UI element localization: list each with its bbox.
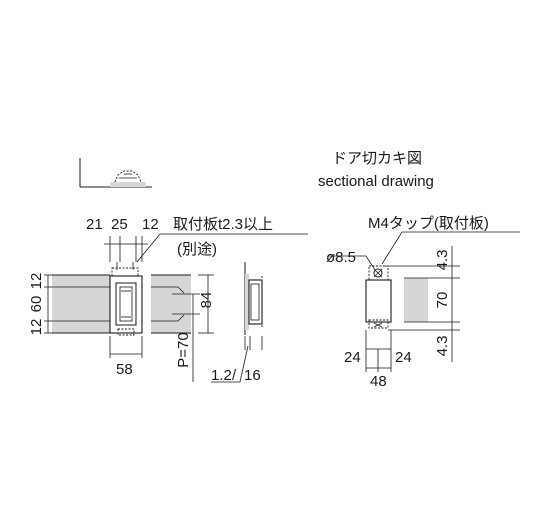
- dim-thickness-12: 1.2: [211, 367, 232, 384]
- dim-left-60: 60: [28, 296, 45, 313]
- front-view: [52, 262, 191, 336]
- cutout-title-jp: ドア切カキ図: [332, 150, 422, 167]
- dim-cut-70: 70: [434, 292, 451, 309]
- dim-left-12a: 12: [28, 273, 45, 290]
- dim-cut-24b: 24: [395, 349, 412, 366]
- side-view: [244, 262, 263, 350]
- dim-cut-24a: 24: [344, 349, 361, 366]
- dim-top-25: 25: [111, 216, 128, 233]
- dim-cut-48: 48: [370, 373, 387, 390]
- cutout-title-en: sectional drawing: [318, 173, 434, 190]
- dim-diameter: ø8.5: [326, 249, 356, 266]
- mounting-plate-note: 取付板t2.3以上: [173, 215, 273, 233]
- cutout-view: [365, 265, 460, 331]
- dim-width-58: 58: [116, 361, 133, 378]
- dim-slash: /: [232, 367, 237, 384]
- dim-cut-43a: 4.3: [434, 250, 451, 271]
- separate-note: (別途): [177, 241, 217, 258]
- dim-left-12b: 12: [28, 319, 45, 336]
- dim-top-21: 21: [86, 216, 103, 233]
- dim-height-84: 84: [198, 292, 215, 309]
- tap-note: M4タップ(取付板): [368, 214, 489, 232]
- dim-top-12: 12: [142, 216, 159, 233]
- dim-cut-43b: 4.3: [434, 336, 451, 357]
- dimension-lines: [44, 231, 520, 383]
- top-plan-view: [79, 158, 152, 188]
- dim-pitch: P=70: [175, 332, 192, 367]
- dim-thickness-16: 16: [244, 367, 261, 384]
